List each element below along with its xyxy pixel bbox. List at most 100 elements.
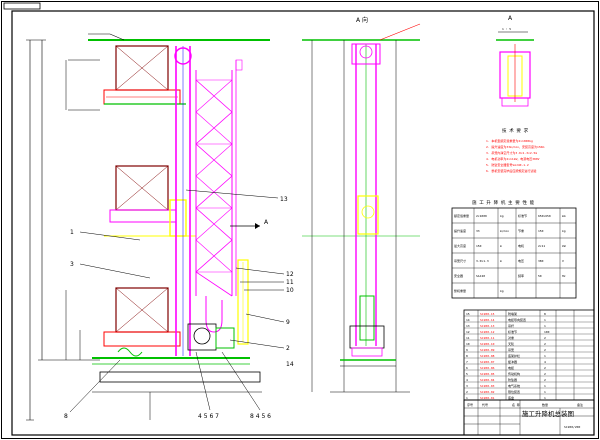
bom-cell: 2 [466,390,468,394]
bom-cell: SC200-01 [480,396,495,400]
notes-line-5: 5. 防坠安全器型号SAJ40-1.2 [486,162,529,167]
perf-r2c0: 最大高度 [454,243,466,248]
notes-line-2: 2. 提升速度为33m/min，安装高度为150m [486,144,544,149]
notes-line-1: 1. 本机型额定载重量为2×1000kg [486,138,533,143]
notes-line-3: 3. 吊笼内净空尺寸为3.0×1.3×2.5m [486,150,537,155]
bom-cell: 8 [466,354,468,358]
bom-cell: 1 [544,396,546,400]
bom-cell: 底架护栏 [508,353,520,358]
perf-r4c4: 50 [538,274,542,278]
callout-10: 10 [286,287,294,294]
perf-r0c4: 650×650 [538,214,551,218]
bom-cell: 1 [466,396,468,400]
perf-r2c5: kW [562,244,566,248]
bom-cell: 1 [544,384,546,388]
perf-r1c2: m/min [500,229,509,233]
bom-cell: 9 [466,348,468,352]
perf-r2c2: m [500,244,502,248]
perf-r1c5: kg [562,229,566,233]
bom-cell: 11 [466,336,470,340]
bom-cell: SC200-03 [480,384,495,388]
bom-cell: 标准节 [508,329,517,334]
bom-cell: 13 [466,324,470,328]
bom-cell: 防坠器 [508,377,517,382]
bom-cell: SC200-05 [480,372,495,376]
bom-cell: SC200-15 [480,312,495,316]
counterweight-column [237,259,249,345]
side-view-label: A 向 [356,16,368,24]
callout-12: 12 [286,271,294,278]
bom-cell: 14 [466,318,470,322]
bom-cell: 6 [466,366,468,370]
bom-cell: 天轮 [508,341,514,346]
perf-r4c5: Hz [562,274,566,278]
bom-cell: 2 [544,342,546,346]
bom-cell: SC200-07 [480,360,495,364]
perf-r3c5: V [562,259,564,263]
section-scale: 1 : 5 [502,27,511,31]
perf-r3c2: m [500,259,502,263]
bom-cell: 吊杆 [508,323,514,328]
callout-4567: 4 5 6 7 [198,413,219,420]
callout-2: 2 [286,345,290,352]
perf-r0c1: 2×1000 [476,214,487,218]
bom-cell: 2 [544,372,546,376]
bom-cell: SC200-08 [480,354,495,358]
bom-cell: 附墙架 [508,311,517,316]
perf-r2c1: 150 [476,244,482,248]
bom-cell: SC200-10 [480,342,495,346]
bom-cell: 8 [544,312,546,316]
title-block-name: 施工升降机总装图 [522,409,574,418]
callout-8: 8 [64,413,68,420]
bom-cell: 15 [466,312,470,316]
bom-cell: SC200-09 [480,348,495,352]
callout-13: 13 [280,196,288,203]
bom-cell: SC200-11 [480,336,495,340]
perf-r0c3: 标准节 [518,213,527,218]
bom-cell: 1 [544,318,546,322]
bom-header-note: 备注 [577,402,583,407]
perf-r4c1: SAJ40 [476,274,485,278]
perf-r3c1: 3.0×1.3 [476,259,489,263]
bom-cell: 传动机构 [508,371,520,376]
perf-r3c0: 吊笼尺寸 [454,258,466,263]
callout-11: 11 [286,279,294,286]
perf-r2c4: 2×11 [538,244,545,248]
bom-cell: 2 [544,378,546,382]
bom-cell: 4 [466,378,468,382]
callout-9: 9 [286,319,290,326]
bom-cell: 12 [466,330,470,334]
view-arrow-label: A [264,219,269,226]
performance-table: 施 工 升 降 机 主 要 性 能 额定载重量 2×1000 kg 标准节 65… [451,199,577,299]
bom-cell: 1 [544,324,546,328]
callout-1: 1 [70,229,74,236]
cable-loop [205,296,223,333]
top-tag-box [3,2,41,10]
section-label: A [508,15,513,22]
bom-cell: SC200-06 [480,366,495,370]
bom-cell: 1 [544,390,546,394]
perf-r0c2: kg [500,214,504,218]
tower-lattice [195,79,233,297]
bom-cell: 限位装置 [508,389,520,394]
notes-line-6: 6. 整机安装完毕后应按规定进行试验 [486,168,536,173]
bom-cell: 对重 [508,335,514,340]
perf-r0c0: 额定载重量 [454,213,469,218]
bom-cell: 7 [466,360,468,364]
bom-cell: 4 [544,360,546,364]
title-block-code: SC200/200 [564,425,580,429]
bom-cell: 5 [466,372,468,376]
perf-r5c2: kg [500,289,504,293]
bom-header-qty: 数量 [542,402,548,407]
perf-r2c3: 电机 [518,243,524,248]
perf-r1c1: 33 [476,229,480,233]
bom-cell: SC200-02 [480,390,495,394]
bom-header-name: 名 称 [512,402,520,407]
notes-title: 技 术 要 求 [502,127,529,134]
notes-line-4: 4. 电机功率为2×11kW，电源电压380V [486,156,540,161]
technical-notes: 技 术 要 求 1. 本机型额定载重量为2×1000kg 2. 提升速度为33m… [486,127,544,173]
bom-cell: 3 [466,384,468,388]
